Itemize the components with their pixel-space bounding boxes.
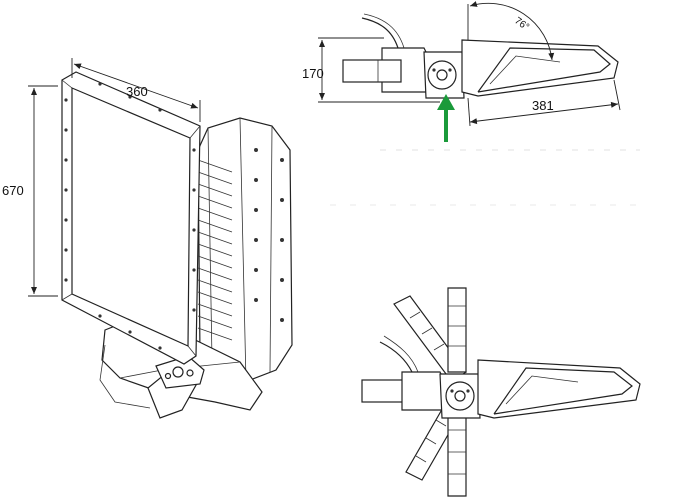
front-view: 360 670 xyxy=(2,58,293,419)
width-dimension-label: 360 xyxy=(126,84,148,99)
rotation-view xyxy=(361,287,641,497)
side-view: 170 381 76° xyxy=(302,1,621,142)
depth-label: 381 xyxy=(532,98,554,113)
heatsink-fins xyxy=(197,159,233,341)
depth-dimension: 381 xyxy=(467,79,621,127)
height-dimension-label: 670 xyxy=(2,183,24,198)
arrow-up-icon xyxy=(437,94,455,142)
rear-housing xyxy=(197,117,293,383)
yoke-bolts xyxy=(254,148,284,322)
width-dimension: 360 xyxy=(71,58,201,122)
height-dimension: 670 xyxy=(2,85,58,297)
lamp-front-panel xyxy=(61,71,201,365)
angle-label: 76° xyxy=(512,15,531,33)
side-height-label: 170 xyxy=(302,66,324,81)
side-height-dimension: 170 xyxy=(302,37,440,103)
separator-dashes xyxy=(330,149,640,206)
power-cable xyxy=(361,17,399,49)
